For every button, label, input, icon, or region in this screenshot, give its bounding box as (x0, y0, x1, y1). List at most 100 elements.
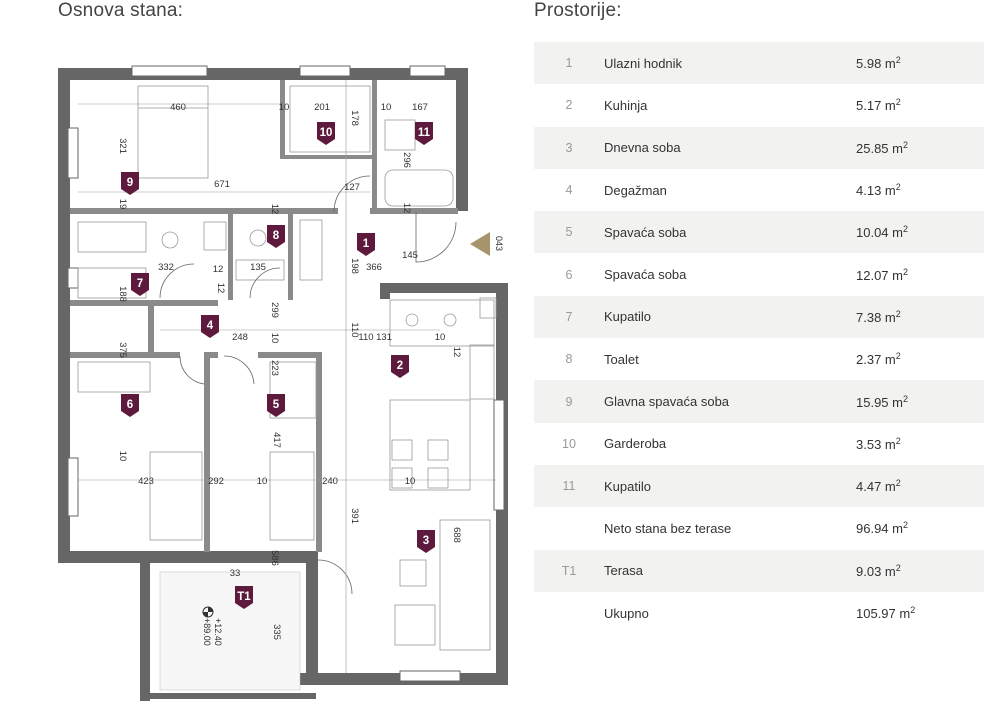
room-area: 5.17 m2 (856, 84, 984, 127)
room-badge-number: 7 (137, 278, 143, 290)
room-area: 5.98 m2 (856, 42, 984, 85)
room-badge-shape (267, 225, 285, 248)
room-area-unit-exp: 2 (895, 478, 901, 489)
room-area-unit-exp: 2 (910, 605, 916, 615)
bed-5 (269, 451, 315, 541)
dimension-label: 423 (138, 476, 154, 487)
entrance-marker: 043 (470, 232, 504, 256)
wall-top (58, 68, 468, 80)
room-area-unit-exp: 2 (902, 139, 908, 150)
room-area: 12.07 m2 (856, 253, 984, 296)
windows (67, 65, 505, 682)
room-number: 5 (534, 211, 604, 254)
room-badge-number: 11 (418, 127, 431, 139)
room-area-unit-exp: 2 (895, 308, 901, 319)
room-badge-number: T1 (237, 591, 251, 603)
dimension-label: 167 (412, 102, 428, 113)
coat-closet (299, 219, 323, 281)
room-badge: 9 (121, 172, 139, 195)
room-badge: T1 (235, 586, 253, 609)
dimension-label: 586 (269, 550, 280, 566)
wall-bed6-bed5 (204, 352, 210, 552)
terrace-floor (159, 571, 301, 691)
room-area-unit-exp: 2 (902, 266, 908, 277)
rooms-title: Prostorije: (534, 0, 622, 21)
basin-11 (384, 119, 416, 151)
room-number: T1 (534, 549, 604, 592)
dimension-label: 10 (279, 102, 290, 113)
entrance-arrow-icon (470, 232, 490, 256)
door-bed5 (223, 355, 255, 385)
wardrobe-6 (77, 361, 151, 393)
room-area-value: 7.38 m (856, 309, 896, 325)
wall-bottom-left (58, 551, 318, 563)
room-badge: 11 (415, 122, 433, 145)
room-badge-shape (417, 530, 435, 553)
dimension-label: 688 (451, 527, 462, 543)
room-area-value: 15.95 m (856, 394, 903, 410)
room-area-value: 96.94 m (856, 521, 903, 537)
dimension-label: 460 (170, 102, 186, 113)
wall-wardrobe-bottom (280, 155, 372, 159)
room-area: 96.94 m2 (856, 507, 984, 550)
door-terrace (317, 559, 353, 595)
room-area-unit-exp: 2 (895, 562, 901, 573)
bed-master (137, 85, 209, 179)
dimension-label: 12 (451, 347, 462, 358)
dimension-label: 10 (381, 102, 392, 113)
wall-wardrobe-left (280, 80, 285, 158)
dimension-label: 201 (314, 102, 330, 113)
room-badge-shape (357, 233, 375, 256)
room-number: 2 (534, 84, 604, 127)
room-badge: 7 (131, 273, 149, 296)
room-area-unit-exp: 2 (902, 393, 908, 404)
dimension-label: 240 (322, 476, 338, 487)
kitchen-counter-top (389, 299, 495, 347)
door-bed6 (179, 355, 205, 385)
toilet-7 (161, 231, 179, 249)
room-number: 8 (534, 338, 604, 381)
room-name: Glavna spavaća soba (604, 380, 856, 423)
room-name: Terasa (604, 549, 856, 592)
dimension-label: 19 (117, 199, 128, 210)
wall-terrace-left (140, 551, 150, 701)
dimension-label: 375 (117, 342, 128, 358)
dimension-label: 12 (269, 204, 280, 215)
window-top-9 (131, 65, 208, 77)
room-badge-shape (131, 273, 149, 296)
room-name: Kupatilo (604, 464, 856, 508)
wall-kitchen-top (380, 283, 508, 293)
dimension-label: 417 (271, 432, 282, 448)
dimension-label: 12 (215, 283, 226, 294)
room-area-unit-exp: 2 (895, 435, 901, 446)
toilet-8 (249, 229, 267, 247)
dimension-label: 12 (213, 264, 224, 275)
room-badge-shape (391, 355, 409, 378)
wall-right-top (456, 68, 468, 211)
dimension-label: 391 (349, 508, 360, 524)
window-left-7 (67, 267, 79, 289)
shelf-7 (203, 221, 227, 251)
terrace (159, 571, 301, 691)
dimension-label: 188 (117, 286, 128, 302)
room-area-value: 105.97 m (856, 606, 911, 621)
window-top-10 (299, 65, 351, 77)
window-bottom-3 (399, 670, 461, 682)
dimension-label: 135 (250, 262, 266, 273)
dimension-label: 248 (232, 332, 248, 343)
fridge (479, 297, 497, 319)
room-area-value: 3.53 m (856, 436, 896, 452)
dimension-label: 299 (269, 302, 280, 318)
door-bath7 (159, 263, 195, 299)
basin-8 (235, 259, 285, 281)
wall-bath11-bottom (370, 208, 458, 214)
room-area: 10.04 m2 (856, 211, 984, 254)
